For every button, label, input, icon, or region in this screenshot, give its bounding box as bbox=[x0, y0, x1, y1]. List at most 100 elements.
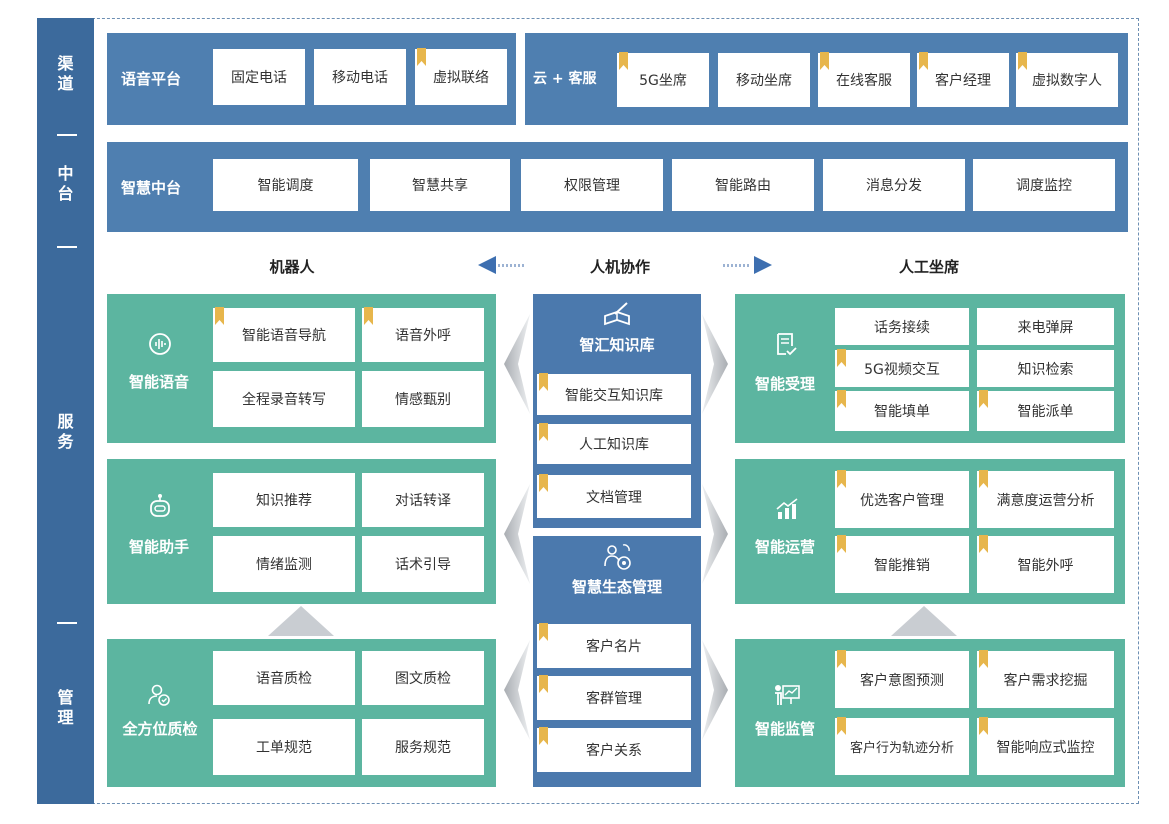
human-monitor-item[interactable]: 智能响应式监控 bbox=[977, 717, 1114, 775]
ecosystem-title: 智慧生态管理 bbox=[571, 578, 662, 596]
middle-item[interactable]: 智能调度 bbox=[213, 159, 358, 211]
heading-robot: 机器人 bbox=[269, 258, 315, 276]
channel-item-online-service[interactable]: 在线客服 bbox=[818, 52, 910, 107]
robot-voice-item[interactable]: 语音外呼 bbox=[362, 307, 484, 362]
bookmark-icon bbox=[979, 717, 988, 735]
human-ops-item[interactable]: 智能推销 bbox=[835, 535, 969, 593]
eco-item[interactable]: 客群管理 bbox=[537, 675, 691, 720]
bookmark-icon bbox=[820, 52, 829, 70]
people-network-icon bbox=[604, 544, 631, 570]
knowledge-base-panel: 智汇知识库 智能交互知识库 人工知识库 文档管理 bbox=[533, 294, 701, 528]
sidebar-label-service: 服务 bbox=[57, 412, 74, 451]
robot-quality-item[interactable]: 服务规范 bbox=[362, 719, 484, 775]
middle-item[interactable]: 权限管理 bbox=[521, 159, 663, 211]
kb-item[interactable]: 文档管理 bbox=[537, 474, 691, 518]
book-pen-icon bbox=[604, 302, 630, 326]
bookmark-icon bbox=[837, 717, 846, 735]
bookmark-icon bbox=[979, 650, 988, 668]
robot-assistant-item[interactable]: 对话转译 bbox=[362, 473, 484, 527]
middle-item[interactable]: 智能路由 bbox=[672, 159, 814, 211]
heading-collaboration: 人机协作 bbox=[589, 258, 650, 276]
human-accept-item[interactable]: 智能填单 bbox=[835, 390, 969, 431]
bookmark-icon bbox=[539, 675, 548, 693]
human-ops-item[interactable]: 智能外呼 bbox=[977, 535, 1114, 593]
human-accept-item[interactable]: 智能派单 bbox=[977, 390, 1114, 431]
human-monitor-item[interactable]: 客户需求挖掘 bbox=[977, 650, 1114, 708]
kb-item[interactable]: 智能交互知识库 bbox=[537, 373, 691, 415]
human-accept-item[interactable]: 话务接续 bbox=[835, 308, 969, 345]
bookmark-icon bbox=[539, 423, 548, 441]
sidebar-label-manage: 管理 bbox=[57, 688, 74, 727]
bookmark-icon bbox=[539, 373, 548, 391]
middle-platform-panel: 智慧中台 智能调度 智慧共享 权限管理 智能路由 消息分发 调度监控 bbox=[107, 142, 1128, 232]
sidebar-label-middle: 中台 bbox=[57, 164, 74, 203]
bookmark-icon bbox=[539, 474, 548, 492]
user-shield-icon bbox=[148, 684, 170, 706]
robot-assistant-item[interactable]: 知识推荐 bbox=[213, 473, 355, 527]
voice-platform-title: 语音平台 bbox=[121, 70, 182, 88]
sidebar-divider bbox=[57, 246, 77, 248]
middle-platform-title: 智慧中台 bbox=[121, 179, 182, 197]
bookmark-icon bbox=[837, 390, 846, 408]
robot-quality-title: 全方位质检 bbox=[122, 720, 198, 738]
left-sidebar bbox=[37, 18, 94, 804]
sound-wave-icon bbox=[149, 333, 171, 355]
sidebar-label-channel: 渠道 bbox=[57, 54, 74, 93]
channel-item-5g-seat[interactable]: 5G坐席 bbox=[617, 52, 709, 107]
arrow-left-icon bbox=[478, 256, 496, 274]
voice-platform-panel: 语音平台 固定电话 移动电话 虚拟联络 bbox=[107, 33, 516, 125]
human-ops-panel: 智能运营 优选客户管理 满意度运营分析 智能推销 智能外呼 bbox=[735, 459, 1125, 604]
sidebar-divider bbox=[57, 622, 77, 624]
human-monitor-item[interactable]: 客户行为轨迹分析 bbox=[835, 717, 969, 775]
bookmark-icon bbox=[619, 52, 628, 70]
robot-assistant-item[interactable]: 情绪监测 bbox=[213, 536, 355, 592]
robot-voice-panel: 智能语音 智能语音导航 语音外呼 全程录音转写 情感甄别 bbox=[107, 294, 496, 443]
bookmark-icon bbox=[837, 650, 846, 668]
human-monitor-item[interactable]: 客户意图预测 bbox=[835, 650, 969, 708]
channel-item-account-manager[interactable]: 客户经理 bbox=[917, 52, 1009, 107]
robot-voice-title: 智能语音 bbox=[128, 373, 189, 391]
middle-item[interactable]: 消息分发 bbox=[823, 159, 965, 211]
kb-item[interactable]: 人工知识库 bbox=[537, 423, 691, 464]
robot-quality-item[interactable]: 图文质检 bbox=[362, 651, 484, 705]
document-check-icon bbox=[777, 333, 797, 356]
bookmark-icon bbox=[1018, 52, 1027, 70]
robot-quality-item[interactable]: 工单规范 bbox=[213, 719, 355, 775]
channel-item-mobile-seat[interactable]: 移动坐席 bbox=[718, 53, 810, 107]
robot-voice-item[interactable]: 智能语音导航 bbox=[213, 307, 355, 362]
human-accept-item[interactable]: 知识检索 bbox=[977, 350, 1114, 387]
robot-quality-item[interactable]: 语音质检 bbox=[213, 651, 355, 705]
robot-assistant-title: 智能助手 bbox=[128, 538, 189, 556]
robot-assistant-item[interactable]: 话术引导 bbox=[362, 536, 484, 592]
bookmark-icon bbox=[919, 52, 928, 70]
middle-item[interactable]: 调度监控 bbox=[973, 159, 1115, 211]
arrow-right-icon bbox=[754, 256, 772, 274]
channel-item-virtual-human[interactable]: 虚拟数字人 bbox=[1016, 52, 1118, 107]
human-accept-item[interactable]: 来电弹屏 bbox=[977, 308, 1114, 345]
bookmark-icon bbox=[979, 470, 988, 488]
bookmark-icon bbox=[539, 623, 548, 641]
human-monitor-panel: 智能监管 客户意图预测 客户需求挖掘 客户行为轨迹分析 智能响应式监控 bbox=[735, 639, 1125, 787]
human-monitor-title: 智能监管 bbox=[754, 720, 815, 738]
robot-voice-item[interactable]: 全程录音转写 bbox=[213, 371, 355, 427]
eco-item[interactable]: 客户名片 bbox=[537, 623, 691, 668]
arrow-right-dashes bbox=[723, 264, 751, 267]
human-ops-item[interactable]: 优选客户管理 bbox=[835, 470, 969, 528]
bookmark-icon bbox=[417, 48, 426, 66]
human-accept-item[interactable]: 5G视频交互 bbox=[835, 349, 969, 387]
chevron-right-decor bbox=[702, 314, 728, 740]
channel-item-virtual-contact[interactable]: 虚拟联络 bbox=[415, 48, 507, 105]
human-ops-item[interactable]: 满意度运营分析 bbox=[977, 470, 1114, 528]
bar-chart-icon bbox=[776, 498, 798, 519]
eco-item[interactable]: 客户关系 bbox=[537, 727, 691, 772]
bookmark-icon bbox=[215, 307, 224, 325]
robot-voice-item[interactable]: 情感甄别 bbox=[362, 371, 484, 427]
channel-item-mobile-phone[interactable]: 移动电话 bbox=[314, 49, 406, 105]
channel-item-fixed-phone[interactable]: 固定电话 bbox=[213, 49, 305, 105]
middle-item[interactable]: 智慧共享 bbox=[370, 159, 510, 211]
human-ops-title: 智能运营 bbox=[754, 538, 815, 556]
ecosystem-panel: 智慧生态管理 客户名片 客群管理 客户关系 bbox=[533, 536, 701, 787]
bookmark-icon bbox=[837, 470, 846, 488]
bookmark-icon bbox=[539, 727, 548, 745]
robot-icon bbox=[150, 494, 170, 517]
